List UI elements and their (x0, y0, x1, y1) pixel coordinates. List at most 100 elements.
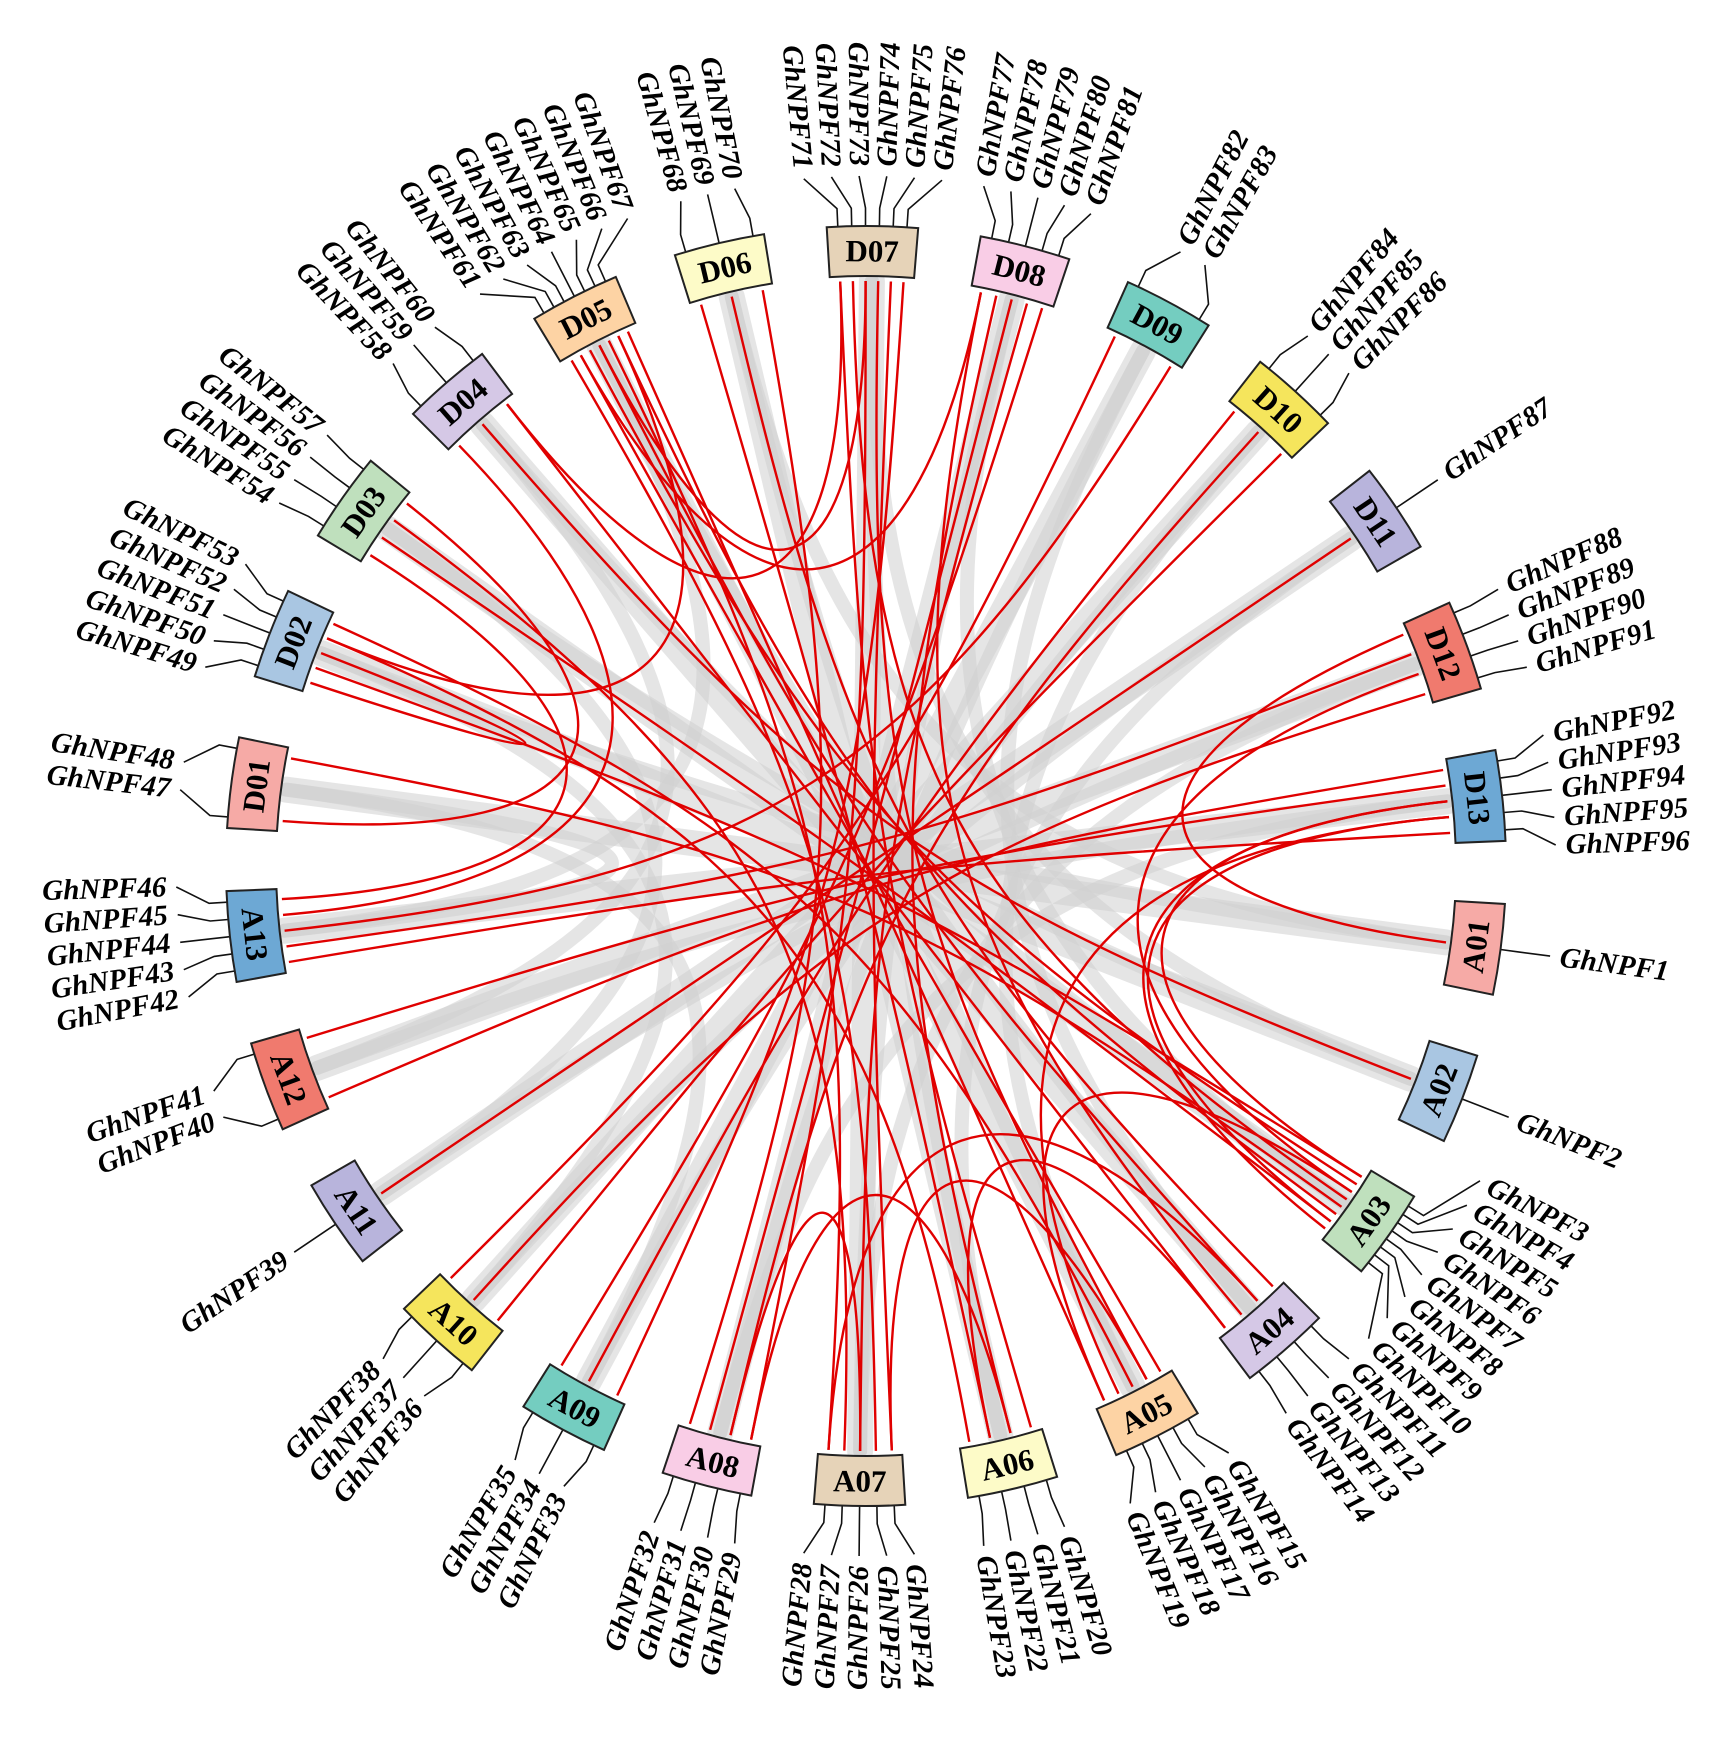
gene-leader-line (1310, 1325, 1350, 1360)
gene-leader-line (1172, 1427, 1206, 1468)
duplication-link (496, 453, 1283, 1322)
gene-leader-line (858, 175, 867, 226)
duplication-link (560, 307, 1044, 1367)
gene-leader-line (183, 953, 233, 971)
gene-leader-line (1258, 1370, 1287, 1414)
duplication-link (481, 423, 1412, 1081)
gene-leader-line (175, 886, 228, 905)
gene-leader-line (188, 970, 235, 998)
gene-leader-line (586, 228, 603, 287)
gene-leader-line (597, 218, 629, 282)
gene-leader-line (1407, 1180, 1481, 1217)
gene-leader-line (402, 1340, 438, 1379)
gene-leader-line (1470, 640, 1519, 657)
gene-leader-line (1187, 1418, 1230, 1454)
duplication-link (749, 1193, 1012, 1440)
chromosome-d03 (316, 459, 411, 563)
chromosome-a02 (1397, 1039, 1479, 1143)
gene-leader-line (1497, 734, 1544, 762)
duplication-link (1042, 1091, 1353, 1401)
duplication-link (858, 303, 1029, 1452)
gene-leader-line (1477, 666, 1527, 679)
gene-label-ghnpf26: GhNPF26 (842, 1565, 875, 1690)
chromosome-a09 (522, 1362, 626, 1452)
gene-leader-line (1125, 1450, 1135, 1504)
gene-leader-line (1024, 197, 1039, 247)
gene-leader-line (1276, 1356, 1309, 1397)
gene-leader-line (803, 1504, 826, 1554)
gene-label-ghnpf87: GhNPF87 (1437, 391, 1559, 488)
gene-leader-line (706, 194, 720, 244)
chromosome-a13 (225, 888, 287, 984)
chromosome-d06 (673, 233, 774, 305)
gene-labels: GhNPF1GhNPF2GhNPF3GhNPF4GhNPF5GhNPF6GhNP… (42, 42, 1691, 1690)
chromosome-a04 (1218, 1281, 1321, 1380)
gene-leader-line (1041, 204, 1066, 251)
chromosome-a03 (1321, 1169, 1416, 1273)
gene-leader-line (563, 1444, 595, 1487)
gene-leader-line (1396, 1221, 1453, 1234)
duplication-link (729, 1211, 862, 1452)
gene-leader-line (982, 185, 997, 239)
gene-leader-line (1000, 1491, 1012, 1541)
gene-leader-line (1499, 761, 1549, 779)
gene-leader-line (413, 344, 448, 384)
gene-leader-line (177, 913, 229, 922)
gene-leader-line (503, 278, 555, 308)
gene-leader-line (1379, 1246, 1406, 1298)
gene-leader-line (1453, 588, 1499, 614)
gene-leader-line (1385, 1238, 1423, 1276)
gene-leader-line (392, 363, 422, 407)
gene-label-ghnpf39: GhNPF39 (174, 1245, 295, 1341)
gene-label-ghnpf1: GhNPF1 (1558, 942, 1671, 988)
gene-leader-line (893, 1505, 916, 1555)
chromosome-label: D13 (1457, 770, 1498, 827)
chromosome-d02 (253, 589, 335, 693)
gene-label-ghnpf96: GhNPF96 (1565, 825, 1690, 861)
gene-leader-line (858, 1505, 861, 1557)
chromosome-a12 (249, 1028, 330, 1131)
gene-leader-line (1057, 213, 1092, 256)
gene-label-ghnpf72: GhNPF72 (809, 42, 847, 168)
duplication-link (579, 292, 983, 571)
gene-leader-line (575, 239, 586, 292)
gene-leader-line (293, 1223, 337, 1253)
gene-leader-line (653, 1476, 675, 1524)
gene-leader-line (382, 1316, 413, 1360)
gene-leader-lines (175, 175, 1557, 1557)
gene-leader-line (1293, 1341, 1330, 1379)
gene-leader-line (1391, 1230, 1439, 1254)
chromosome-d05 (532, 275, 637, 363)
duplication-link (306, 784, 1446, 1040)
duplication-link (875, 281, 1148, 1380)
gene-leader-line (1367, 1261, 1384, 1339)
gene-leader-line (1319, 372, 1350, 416)
chromosome-d08 (970, 235, 1071, 308)
gene-leader-line (213, 640, 265, 650)
gene-leader-line (679, 201, 687, 253)
gene-leader-line (326, 434, 365, 471)
gene-leader-line (733, 188, 754, 237)
gene-leader-line (878, 176, 888, 227)
chromosome-d09 (1106, 280, 1210, 370)
chromosome-d07 (825, 224, 920, 280)
duplication-link (587, 410, 1236, 1382)
chromosome-d01 (226, 736, 290, 833)
gene-label-ghnpf74: GhNPF74 (871, 42, 907, 167)
gene-label-ghnpf46: GhNPF46 (42, 871, 167, 907)
duplication-link (699, 304, 992, 1438)
duplicated-gene-links (281, 280, 1451, 1452)
gene-leader-line (1500, 948, 1551, 957)
duplication-link (506, 281, 843, 580)
gene-leader-line (183, 744, 238, 763)
gene-label-ghnpf25: GhNPF25 (871, 1565, 907, 1690)
gene-leader-line (293, 479, 337, 508)
duplication-link (827, 1133, 1259, 1450)
synteny-ribbon (310, 417, 675, 1075)
gene-leader-line (803, 178, 839, 227)
gene-leader-line (1504, 827, 1557, 846)
gene-leader-line (680, 1482, 697, 1531)
chromosome-label: D01 (235, 757, 277, 815)
gene-leader-line (830, 176, 853, 227)
gene-leader-line (1023, 1485, 1039, 1535)
